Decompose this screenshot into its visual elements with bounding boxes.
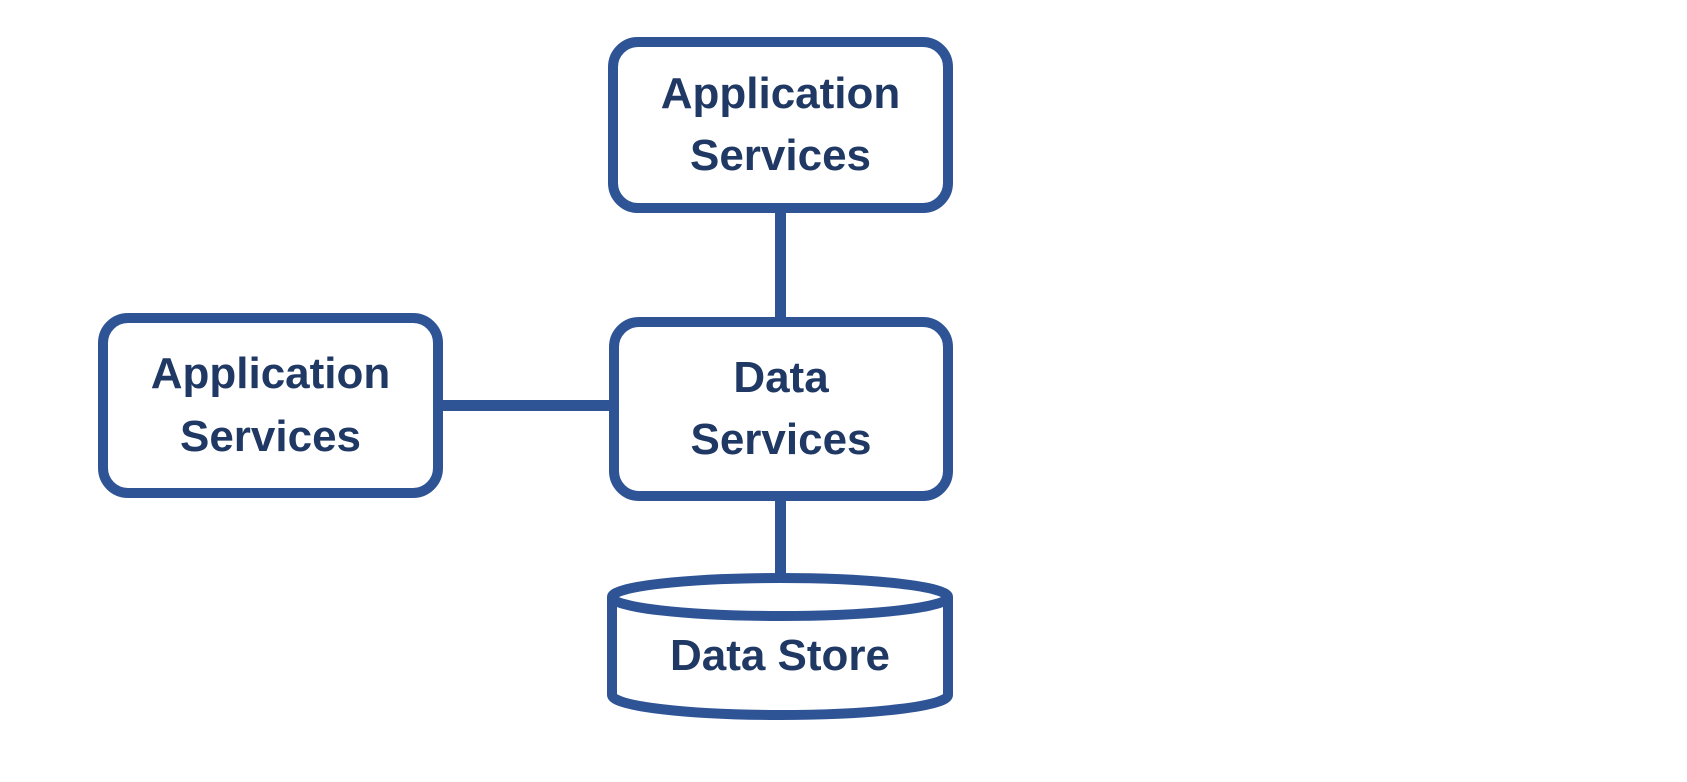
- node-data-store: [607, 571, 953, 725]
- edge-application-services-left-to-data-services: [438, 400, 614, 411]
- cylinder-shape-icon: [607, 573, 953, 720]
- node-label: Application Services: [660, 68, 901, 180]
- node-label: Data Services: [690, 352, 872, 464]
- edge-data-services-to-data-store: [775, 496, 786, 588]
- node-data-services: Data Services: [609, 317, 953, 501]
- node-application-services-left: Application Services: [98, 313, 443, 498]
- edge-application-services-top-to-data-services: [775, 208, 786, 322]
- node-label: Application Services: [150, 349, 391, 461]
- node-application-services-top: Application Services: [608, 37, 953, 213]
- node-label: Data Store: [669, 631, 891, 680]
